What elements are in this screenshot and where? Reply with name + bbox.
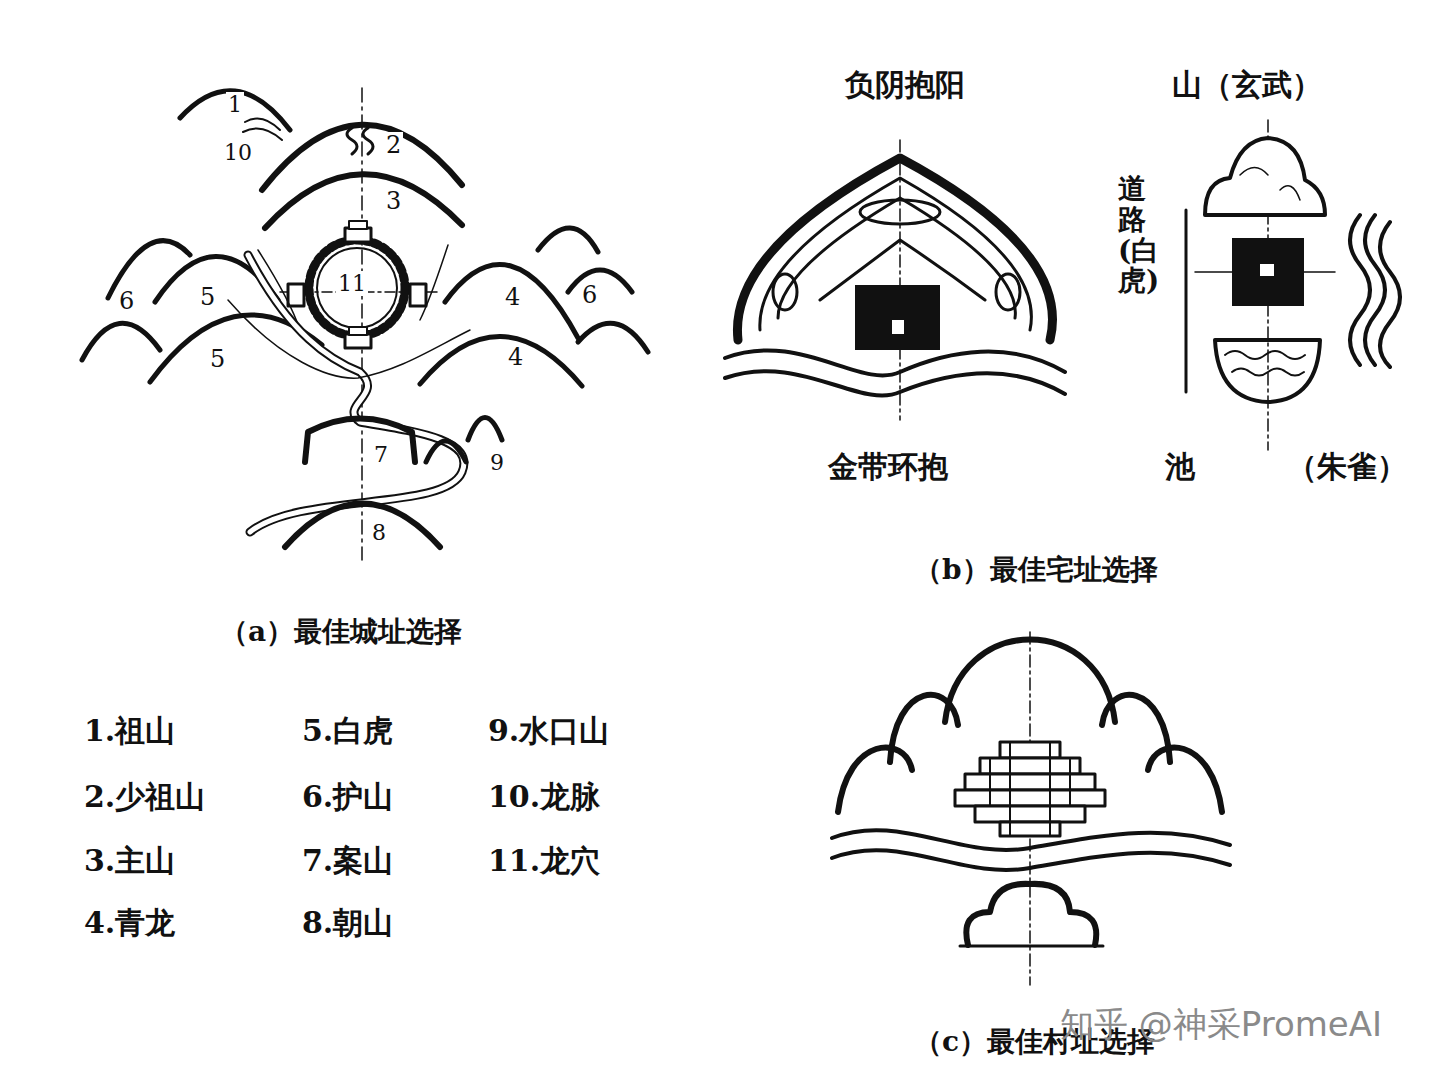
village-site-drawing: [832, 632, 1230, 985]
callout-number: 9: [488, 450, 506, 475]
legend-item: 4.青龙: [82, 906, 177, 941]
callout-number: 11: [336, 271, 368, 296]
site-label: 山（玄武）: [1170, 68, 1324, 103]
callout-number: 8: [370, 520, 388, 545]
caption: （b）最佳宅址选择: [912, 554, 1160, 586]
house-site-left: [725, 140, 1065, 420]
site-label: 池: [1163, 450, 1197, 485]
legend-item: 3.主山: [82, 844, 177, 879]
watermark: 知乎 @神采PromeAI: [1058, 1005, 1384, 1044]
callout-number: 4: [506, 344, 525, 372]
vertical-label: 道路(白虎): [1118, 172, 1146, 299]
site-label: 金带环抱: [826, 450, 950, 485]
legend-item: 8.朝山: [300, 906, 395, 941]
legend-item: 2.少祖山: [82, 780, 207, 815]
site-label: 负阴抱阳: [843, 68, 967, 103]
callout-number: 1: [226, 92, 244, 117]
legend-item: 5.白虎: [300, 714, 395, 749]
legend-item: 11.龙穴: [486, 844, 602, 879]
legend-item: 7.案山: [300, 844, 395, 879]
city-site-drawing: [82, 88, 648, 560]
legend-item: 1.祖山: [82, 714, 177, 749]
callout-number: 4: [503, 284, 522, 312]
legend-item: 10.龙脉: [486, 780, 602, 815]
site-label: （朱雀）: [1285, 450, 1409, 485]
callout-number: 10: [222, 140, 254, 165]
callout-number: 5: [198, 284, 217, 312]
house-site-right: [1186, 120, 1400, 450]
legend-item: 6.护山: [300, 780, 395, 815]
callout-number: 7: [372, 442, 390, 467]
callout-number: 5: [208, 346, 227, 374]
callout-number: 2: [384, 132, 403, 160]
callout-number: 6: [117, 288, 136, 316]
legend-item: 9.水口山: [486, 714, 611, 749]
callout-number: 6: [580, 282, 599, 310]
caption: （a）最佳城址选择: [218, 616, 464, 648]
callout-number: 3: [384, 188, 403, 216]
